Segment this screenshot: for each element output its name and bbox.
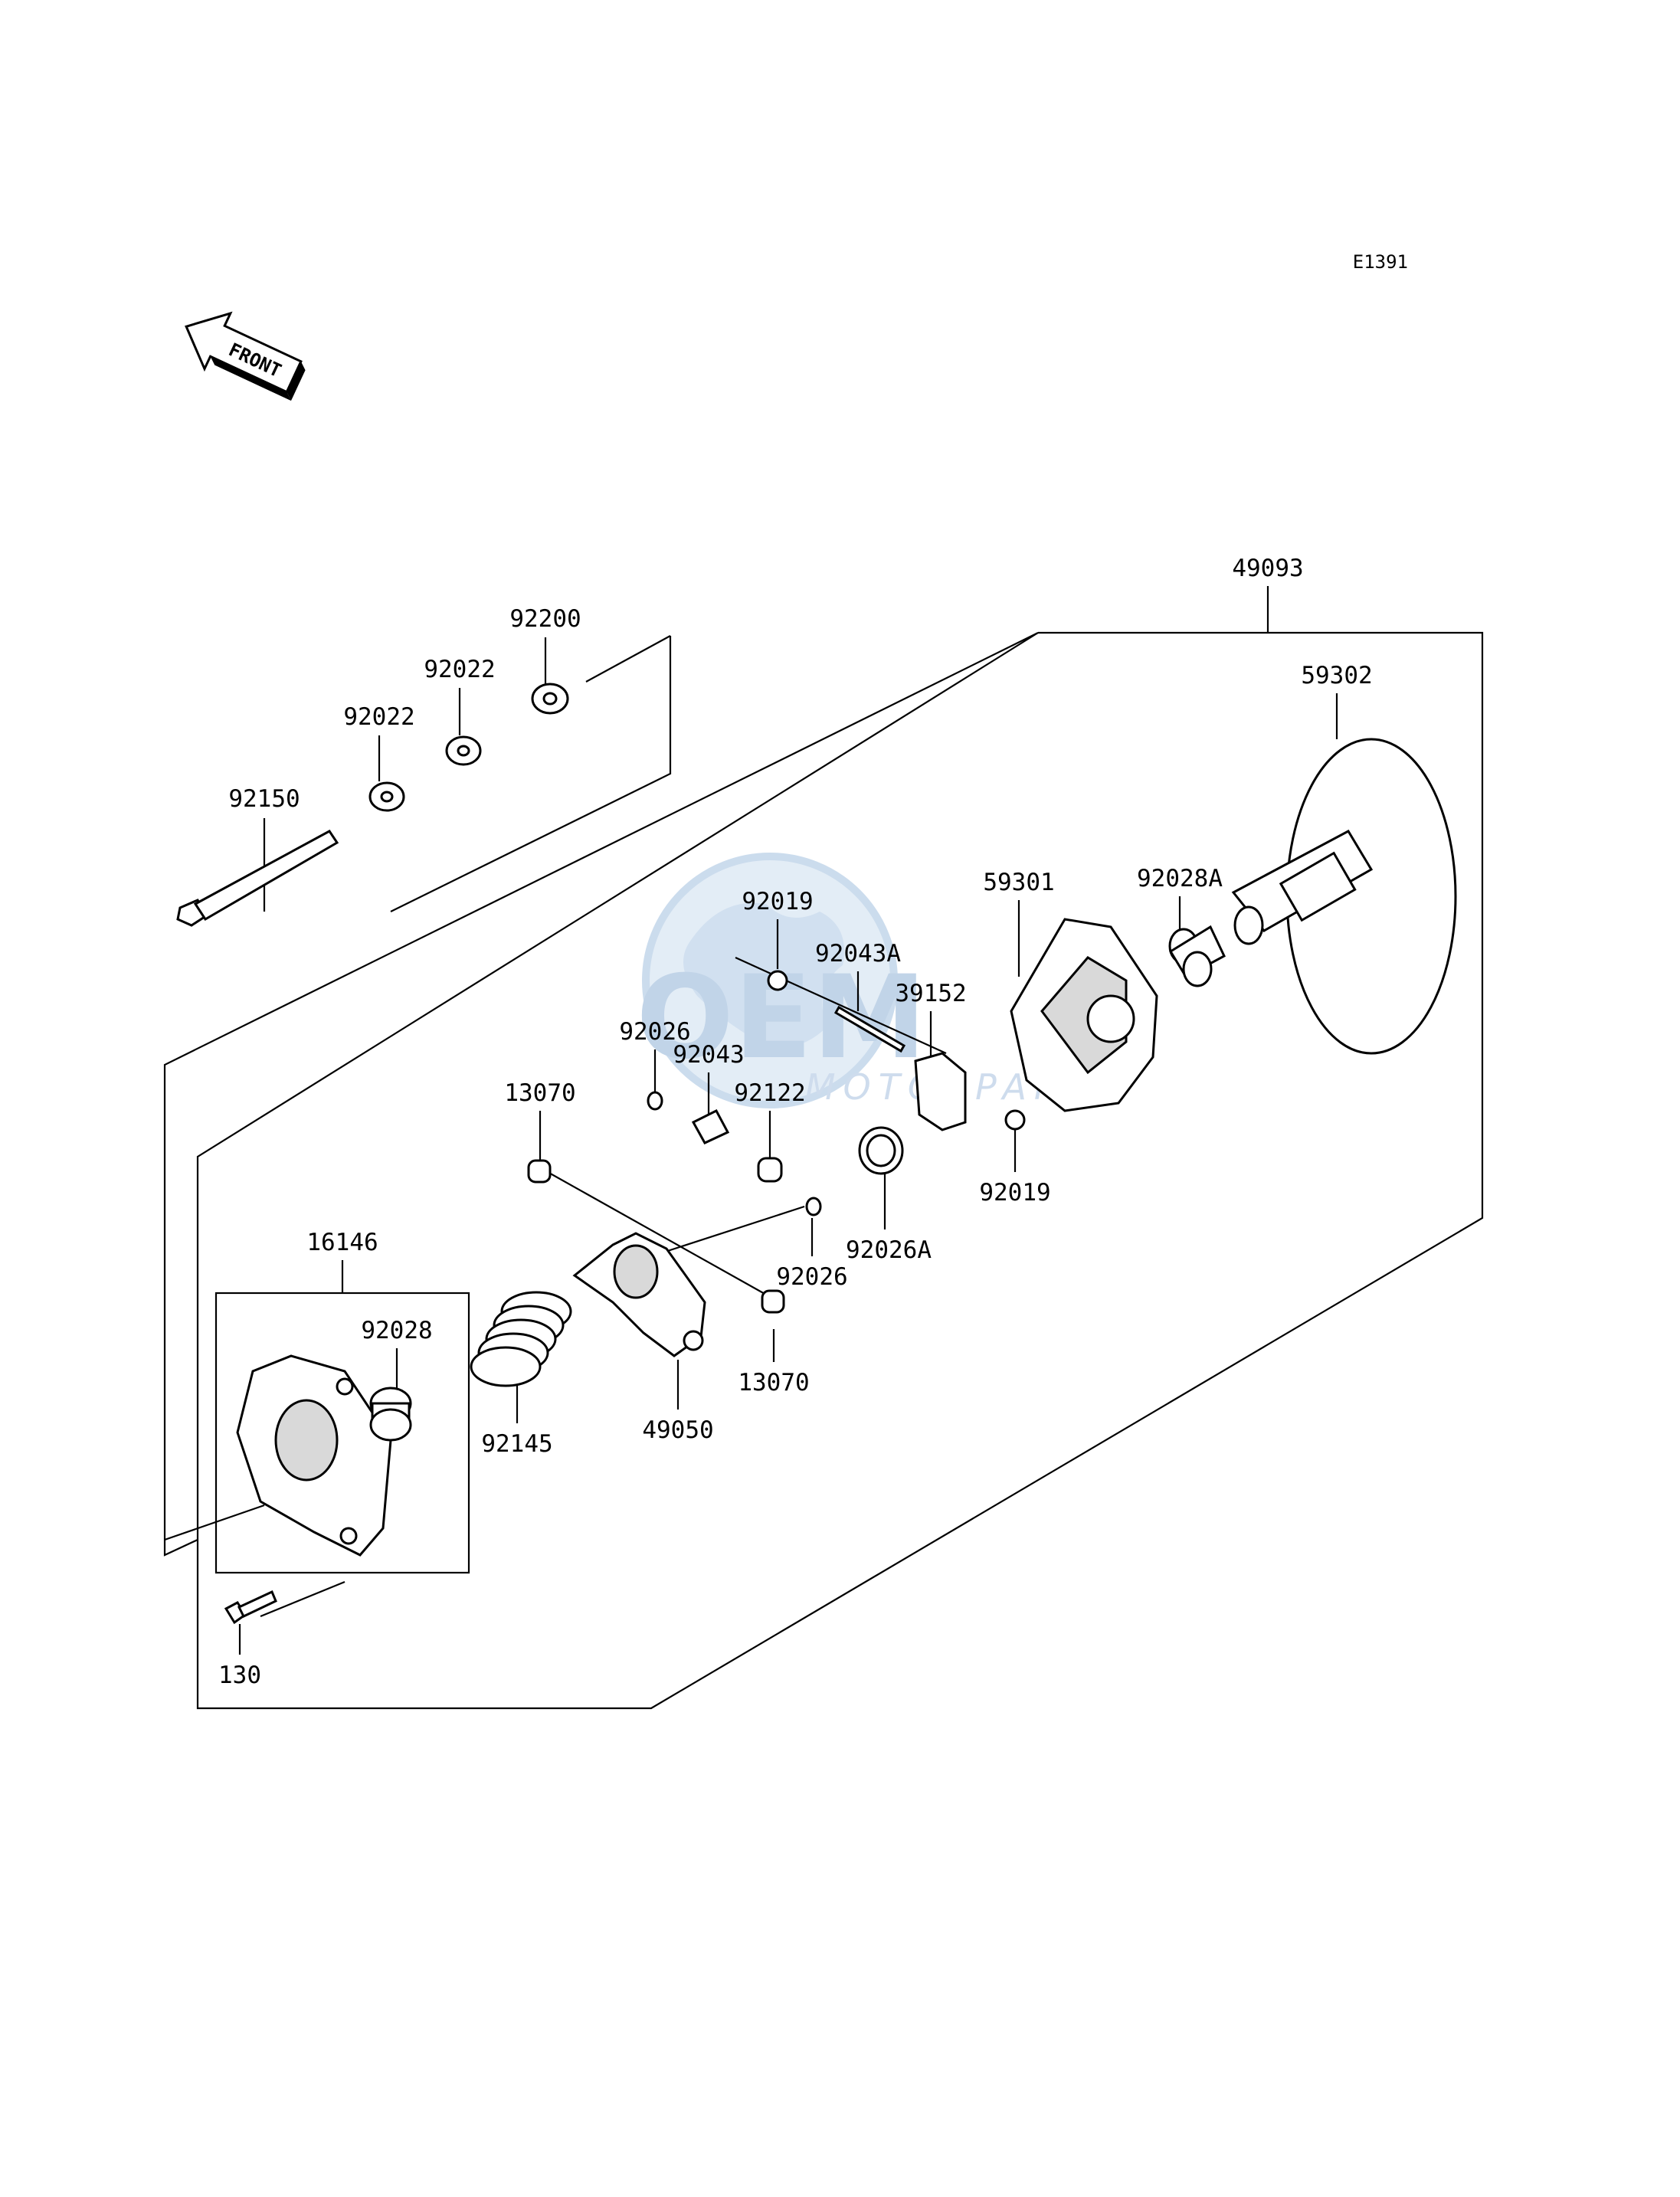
callout-39152: 39152 <box>895 980 966 1007</box>
callout-92019-a: 92019 <box>742 888 813 915</box>
part-pin-92043-icon <box>691 1109 730 1144</box>
callout-labels: 49093 59302 92200 92022 92022 92150 5930… <box>218 555 1373 1689</box>
callout-92150: 92150 <box>228 785 300 813</box>
part-roller-92122-icon <box>757 1157 783 1183</box>
callout-92145: 92145 <box>481 1430 552 1458</box>
callout-92043: 92043 <box>673 1041 744 1069</box>
part-roller-13070-a-icon <box>527 1159 552 1184</box>
assembly-outline <box>196 631 1484 1710</box>
part-washer-92026-b-icon <box>805 1197 822 1216</box>
diagram-code-label: E1391 <box>1353 251 1408 273</box>
callout-92028: 92028 <box>361 1317 432 1344</box>
part-pin-92043a-icon <box>833 1005 906 1053</box>
callout-92043a: 92043A <box>815 940 901 968</box>
callout-92022-a: 92022 <box>424 656 495 683</box>
callout-130: 130 <box>218 1662 261 1689</box>
callout-92026-b: 92026 <box>776 1263 847 1291</box>
part-bushing-92028a-icon <box>1168 925 1226 987</box>
callout-13070-b: 13070 <box>738 1369 809 1396</box>
callout-16146: 16146 <box>306 1229 378 1256</box>
callout-92026-a: 92026 <box>619 1018 690 1046</box>
part-bushing-92028-icon <box>369 1387 412 1442</box>
part-bolt-92150-icon <box>176 830 339 927</box>
watermark-continents-icon <box>683 902 844 1047</box>
part-bolt-130-icon <box>224 1590 277 1625</box>
callout-13070-a: 13070 <box>504 1079 575 1107</box>
part-washer-92026-a-icon <box>647 1091 663 1111</box>
part-nut-92019-a-icon <box>767 970 788 991</box>
part-slider-39152-icon <box>914 1052 967 1131</box>
washer-group-bracket <box>390 636 672 912</box>
part-sheave-59302-icon <box>1231 738 1457 1055</box>
part-sheave-59301-icon <box>1010 918 1158 1112</box>
assembly-outline-inner <box>163 632 1039 1557</box>
callout-92200: 92200 <box>509 605 581 633</box>
callout-92019-b: 92019 <box>979 1179 1050 1207</box>
callout-59301: 59301 <box>983 869 1054 896</box>
callout-92026a: 92026A <box>846 1236 932 1264</box>
callout-92122: 92122 <box>734 1079 805 1107</box>
part-spring-92145-icon <box>470 1291 572 1387</box>
callout-59302: 59302 <box>1301 662 1372 689</box>
part-roller-13070-b-icon <box>761 1289 785 1314</box>
part-nut-92019-b-icon <box>1004 1109 1026 1131</box>
callout-49093: 49093 <box>1232 555 1303 582</box>
callout-92028a: 92028A <box>1137 865 1223 892</box>
front-arrow-icon: FRONT <box>185 311 306 401</box>
callout-49050: 49050 <box>642 1416 713 1444</box>
part-cover-16146-icon <box>236 1354 392 1557</box>
callout-92022-b: 92022 <box>343 703 414 731</box>
part-spider-49050-icon <box>572 1232 706 1357</box>
